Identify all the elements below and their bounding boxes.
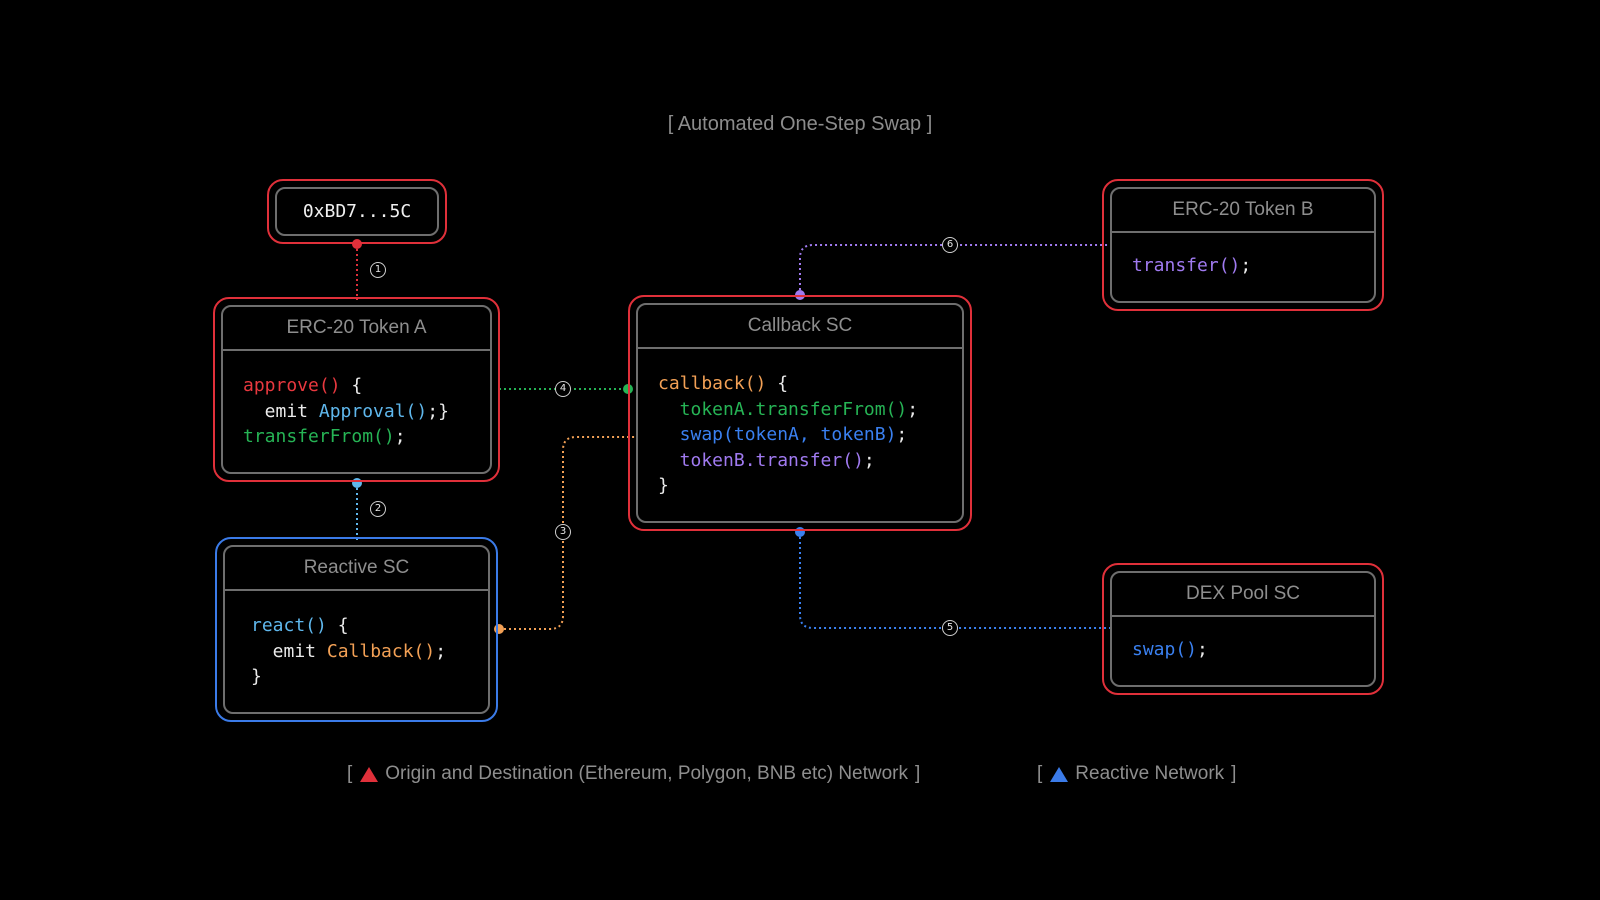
token-a-contract: ERC-20 Token A approve() { emit Approval… bbox=[213, 297, 500, 482]
callback-code: callback() { tokenA.transferFrom(); swap… bbox=[638, 349, 962, 499]
code-semi: ; bbox=[1197, 639, 1208, 660]
code-emit: emit bbox=[243, 400, 319, 422]
callback-title: Callback SC bbox=[638, 305, 962, 349]
code-callback-fn: callback() bbox=[658, 373, 767, 394]
code-brace: { bbox=[340, 375, 363, 396]
code-semi: ; bbox=[907, 398, 919, 420]
code-semi: ; bbox=[896, 424, 908, 445]
code-react: react() bbox=[251, 615, 327, 636]
code-brace-close: } bbox=[251, 666, 262, 687]
connector-step-3 bbox=[499, 436, 635, 630]
step-2-badge: 2 bbox=[370, 501, 386, 517]
code-approval-event: Approval() bbox=[318, 400, 428, 422]
blue-triangle-icon bbox=[1050, 766, 1069, 782]
address-box: 0xBD7...5C bbox=[267, 179, 447, 244]
code-approve: approve() bbox=[243, 375, 341, 396]
reactive-title: Reactive SC bbox=[225, 547, 488, 591]
node-dot-address bbox=[352, 239, 362, 249]
token-b-code: transfer(); bbox=[1112, 233, 1374, 279]
code-swap: swap() bbox=[1132, 639, 1198, 660]
legend-reactive-label: Reactive Network bbox=[1075, 763, 1225, 784]
code-transfer-from: transferFrom() bbox=[243, 426, 395, 447]
token-b-title: ERC-20 Token B bbox=[1112, 189, 1374, 233]
dex-pool-contract: DEX Pool SC swap(); bbox=[1102, 563, 1384, 695]
step-5-badge: 5 bbox=[942, 620, 958, 636]
reactive-contract: Reactive SC react() { emit Callback(); } bbox=[215, 537, 498, 722]
step-3-badge: 3 bbox=[555, 524, 571, 540]
legend-origin-label: Origin and Destination (Ethereum, Polygo… bbox=[385, 763, 909, 784]
dex-pool-title: DEX Pool SC bbox=[1112, 573, 1374, 617]
legend-bracket-close: ] bbox=[915, 763, 921, 784]
legend-origin-network: [ Origin and Destination (Ethereum, Poly… bbox=[347, 762, 920, 786]
code-brace: { bbox=[326, 615, 349, 636]
connector-step-6 bbox=[799, 244, 1110, 295]
code-semi: ; bbox=[435, 640, 447, 662]
token-a-code: approve() { emit Approval();} transferFr… bbox=[223, 351, 490, 450]
step-6-badge: 6 bbox=[942, 237, 958, 253]
code-semi: ; bbox=[1240, 255, 1252, 276]
legend-bracket-open: [ bbox=[1037, 763, 1043, 784]
diagram-title: [ Automated One-Step Swap ] bbox=[667, 113, 933, 135]
reactive-code: react() { emit Callback(); } bbox=[225, 591, 488, 690]
legend-bracket-open: [ bbox=[347, 763, 353, 784]
legend-reactive-network: [ Reactive Network ] bbox=[1037, 762, 1236, 786]
code-token-a-transfer-from: tokenA.transferFrom() bbox=[658, 398, 908, 420]
code-emit: emit bbox=[251, 640, 327, 662]
step-1-badge: 1 bbox=[370, 262, 386, 278]
code-callback-event: Callback() bbox=[326, 640, 436, 662]
wallet-address: 0xBD7...5C bbox=[275, 187, 439, 236]
code-transfer: transfer() bbox=[1132, 255, 1241, 276]
code-brace: { bbox=[766, 373, 789, 394]
code-semi: ; bbox=[394, 426, 406, 447]
code-close: ;} bbox=[427, 400, 449, 422]
dex-pool-code: swap(); bbox=[1112, 617, 1374, 663]
red-triangle-icon bbox=[360, 766, 379, 782]
connector-step-5 bbox=[799, 532, 1110, 629]
code-semi: ; bbox=[863, 449, 875, 471]
token-b-contract: ERC-20 Token B transfer(); bbox=[1102, 179, 1384, 311]
callback-contract: Callback SC callback() { tokenA.transfer… bbox=[628, 295, 972, 531]
code-brace-close: } bbox=[658, 475, 669, 496]
step-4-badge: 4 bbox=[555, 381, 571, 397]
token-a-title: ERC-20 Token A bbox=[223, 307, 490, 351]
legend-bracket-close: ] bbox=[1231, 763, 1237, 784]
code-swap-call: swap(tokenA, tokenB) bbox=[658, 424, 897, 445]
code-token-b-transfer: tokenB.transfer() bbox=[658, 449, 864, 471]
